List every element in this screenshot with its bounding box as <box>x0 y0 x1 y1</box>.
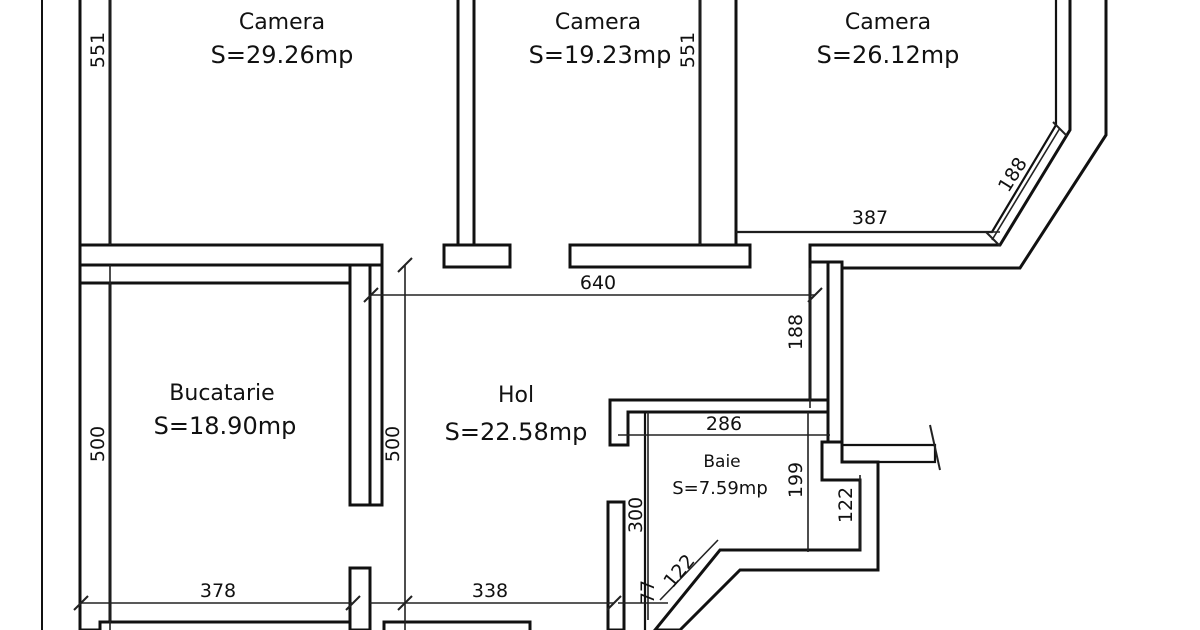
dim-bucatarie-width: 378 <box>200 580 236 602</box>
room-bucatarie-name: Bucatarie <box>169 381 274 406</box>
wall-hol-right <box>808 260 830 414</box>
wall-baie-stub <box>842 443 937 464</box>
dim-bucatarie-height: 500 <box>87 426 109 462</box>
wall-camera2-stub-left <box>442 243 512 269</box>
dim-camera1-height: 551 <box>87 32 109 68</box>
wall-kitchen-top <box>78 263 372 285</box>
tick-a <box>985 231 1001 247</box>
wall-hol-right-outer <box>826 260 844 444</box>
dim-camera3-width: 387 <box>852 207 888 229</box>
wall-camera2-stub-right <box>568 243 752 269</box>
wall-baie-stub-tick <box>929 424 941 471</box>
dim-hol-width: 640 <box>580 272 616 294</box>
dim-hol-right: 188 <box>785 314 807 350</box>
room-hol-name: Hol <box>498 383 534 408</box>
tick-b <box>1052 121 1068 137</box>
tick-c <box>363 287 379 303</box>
tick-i <box>606 595 622 611</box>
wall-bottom-left <box>98 620 352 630</box>
room-hol-area: S=22.58mp <box>445 418 588 446</box>
room-camera3-area: S=26.12mp <box>817 41 960 69</box>
room-camera3-name: Camera <box>845 10 931 35</box>
dim-baie-height: 199 <box>785 462 807 498</box>
dim-camera2-height: 551 <box>677 32 699 68</box>
room-camera1-name: Camera <box>239 10 325 35</box>
dim-baie-right: 122 <box>835 487 857 523</box>
dim-line-camera3-diag <box>991 127 1061 241</box>
room-camera2-name: Camera <box>555 10 641 35</box>
dim-hol-height: 500 <box>382 426 404 462</box>
wall-baie-top <box>608 398 830 447</box>
wall-kitchen-hol-lower <box>348 566 372 630</box>
wall-camera1-bottom <box>78 243 384 267</box>
room-baie-name: Baie <box>703 452 740 472</box>
dim-baie-bottom: 77 <box>637 580 659 604</box>
dim-hol-bottom: 338 <box>472 580 508 602</box>
tick-e <box>397 257 413 273</box>
wall-baie-right <box>653 440 880 630</box>
room-camera2-area: S=19.23mp <box>529 41 672 69</box>
tick-h <box>397 595 413 611</box>
room-baie-area: S=7.59mp <box>672 478 768 499</box>
dim-line-baie-diag <box>659 539 719 601</box>
dim-baie-left: 300 <box>625 497 647 533</box>
wall-kitchen-hol <box>348 263 372 507</box>
wall-bottom-mid <box>382 620 532 630</box>
wall-baie-left <box>606 500 626 630</box>
room-bucatarie-area: S=18.90mp <box>154 412 297 440</box>
room-camera1-area: S=29.26mp <box>211 41 354 69</box>
wall-camera2-camera3 <box>698 0 738 247</box>
tick-f <box>73 595 89 611</box>
dim-baie-width: 286 <box>706 413 742 435</box>
wall-hol-left <box>368 263 384 507</box>
tick-g <box>345 595 361 611</box>
wall-camera1-camera2 <box>456 0 476 247</box>
